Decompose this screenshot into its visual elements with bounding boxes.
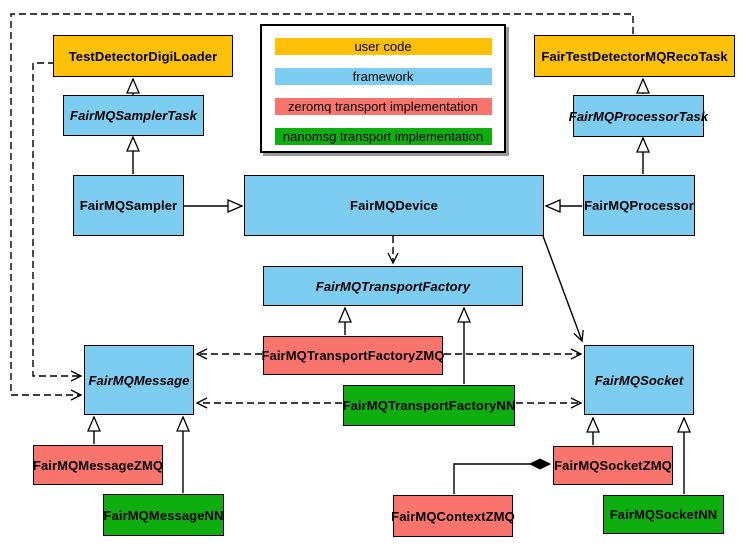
dep-digiloader-to-message — [32, 62, 83, 382]
node-fairtestdetectormqrecotask: FairTestDetectorMQRecoTask — [534, 35, 735, 77]
node-fairmqcontextzmq: FairMQContextZMQ — [391, 495, 515, 537]
comp-contextzmq-to-socketzmq — [453, 458, 552, 494]
node-fairmqsocketnn: FairMQSocketNN — [603, 495, 724, 534]
node-fairmqmessage: FairMQMessage — [84, 345, 194, 415]
node-fairmqsamplertask: FairMQSamplerTask — [63, 95, 204, 136]
node-fairmqmessagenn: FairMQMessageNN — [103, 494, 224, 536]
node-fairmqprocessortask: FairMQProcessorTask — [569, 95, 708, 137]
node-fairmqtransportfactory: FairMQTransportFactory — [263, 266, 523, 306]
legend-label-user-code: user code — [354, 39, 412, 54]
node-fairmqsampler: FairMQSampler — [73, 175, 184, 236]
node-testdetectordigiloader: TestDetectorDigiLoader — [53, 35, 233, 77]
node-fairmqmessagezmq: FairMQMessageZMQ — [33, 445, 163, 485]
node-fairmqsocket: FairMQSocket — [584, 345, 694, 415]
node-fairmqprocessor: FairMQProcessor — [583, 175, 695, 236]
legend-label-framework: framework — [352, 69, 414, 84]
legend-swatch-framework: framework — [274, 68, 492, 85]
legend-swatch-nanomsg: nanomsg transport implementation — [274, 128, 492, 145]
legend-swatch-zeromq: zeromq transport implementation — [274, 98, 492, 115]
legend-label-zeromq: zeromq transport implementation — [287, 99, 479, 114]
dep-recotask-to-message — [10, 13, 634, 401]
legend-swatch-user-code: user code — [274, 38, 492, 55]
legend-label-nanomsg: nanomsg transport implementation — [282, 129, 484, 144]
node-fairmqsocketzmq: FairMQSocketZMQ — [553, 446, 673, 485]
node-fairmqdevice: FairMQDevice — [244, 175, 544, 236]
node-fairmqtransportfactorynn: FairMQTransportFactoryNN — [343, 385, 515, 426]
assoc-device-to-socket — [542, 235, 584, 343]
legend: user code framework zeromq transport imp… — [260, 24, 506, 153]
node-fairmqtransportfactoryzmq: FairMQTransportFactoryZMQ — [261, 336, 444, 375]
